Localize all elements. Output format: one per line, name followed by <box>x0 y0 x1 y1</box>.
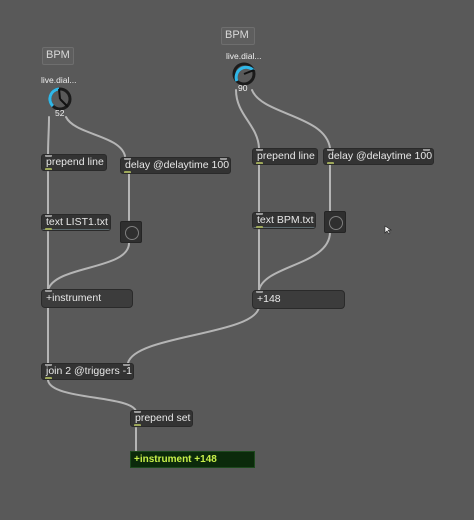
prepend-line-right-label: prepend line <box>257 150 315 162</box>
join-label: join 2 @triggers -1 <box>46 365 132 377</box>
dial-value-right: 90 <box>238 83 248 93</box>
cord <box>258 231 331 291</box>
delay-left-label: delay @delaytime 100 <box>125 159 230 171</box>
result-message-display[interactable]: +instrument +148 <box>130 451 255 468</box>
bpm-comment-box-right <box>221 27 255 45</box>
prepend-line-left[interactable]: prepend line <box>41 154 107 171</box>
delay-right-label: delay @delaytime 100 <box>328 150 433 162</box>
message-148[interactable]: +148 <box>252 290 345 309</box>
bpm-comment-left: BPM <box>46 49 70 61</box>
cord <box>127 306 260 364</box>
dial-label-left: live.dial... <box>41 75 77 85</box>
bang-button-left[interactable] <box>120 221 142 243</box>
cord <box>47 379 137 412</box>
delay-object-left[interactable]: delay @delaytime 100 <box>120 157 231 174</box>
bang-button-right[interactable] <box>324 211 346 233</box>
prepend-set-label: prepend set <box>135 412 191 424</box>
prepend-line-right[interactable]: prepend line <box>252 148 318 165</box>
cord <box>65 116 126 157</box>
prepend-line-left-label: prepend line <box>46 156 104 168</box>
cord <box>251 89 331 149</box>
message-instrument[interactable]: +instrument <box>41 289 133 308</box>
cord <box>235 89 260 149</box>
mouse-cursor-icon <box>384 225 392 235</box>
bpm-comment-right: BPM <box>225 29 249 41</box>
message-148-label: +148 <box>257 293 281 305</box>
join-object[interactable]: join 2 @triggers -1 <box>41 363 134 380</box>
message-instrument-label: +instrument <box>46 292 102 304</box>
cord <box>47 116 50 157</box>
delay-object-right[interactable]: delay @delaytime 100 <box>323 148 434 165</box>
text-left-label: text LIST1.txt <box>46 216 108 228</box>
cord <box>47 242 130 291</box>
prepend-set[interactable]: prepend set <box>130 410 193 427</box>
live-dial-left[interactable] <box>46 85 74 113</box>
text-right-label: text BPM.txt <box>257 214 314 226</box>
text-object-left[interactable]: text LIST1.txt <box>41 214 111 231</box>
live-dial-right[interactable] <box>230 60 258 88</box>
dial-label-right: live.dial... <box>226 51 262 61</box>
dial-value-left: 52 <box>55 108 65 118</box>
text-object-right[interactable]: text BPM.txt <box>252 212 316 229</box>
bpm-comment-box-left <box>42 47 74 65</box>
